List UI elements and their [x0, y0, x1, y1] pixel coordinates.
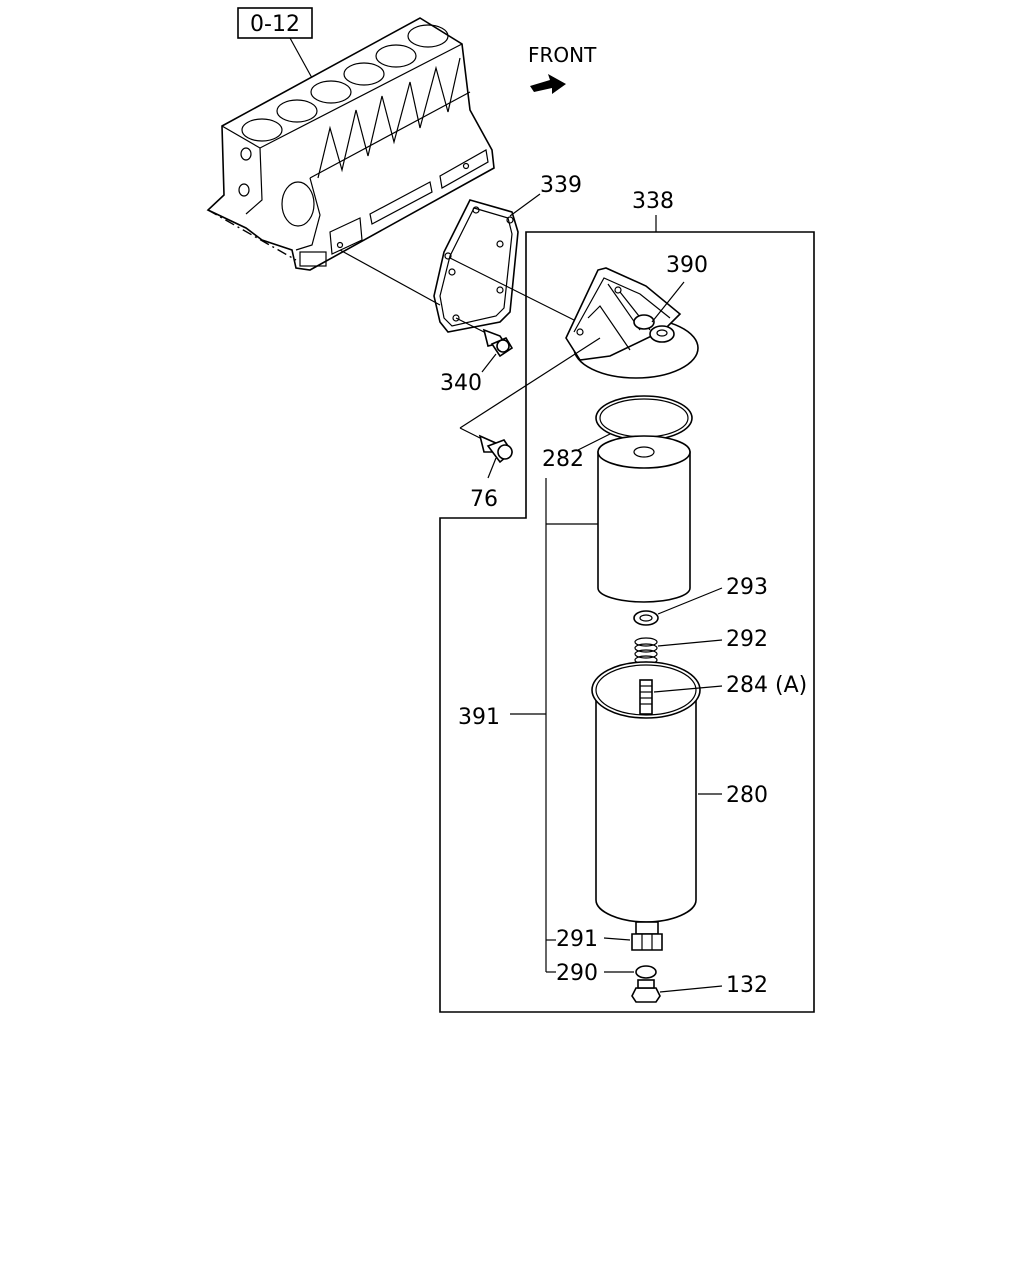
washer-290[interactable] — [635, 965, 657, 979]
label-76[interactable]: 76 — [470, 487, 498, 512]
engine-block — [206, 17, 495, 271]
label-293[interactable]: 293 — [726, 575, 768, 600]
front-label: FRONT — [528, 43, 597, 67]
reference-box[interactable]: 0-12 — [237, 7, 313, 39]
filter-head-390[interactable] — [565, 267, 699, 379]
bolt-340[interactable] — [455, 317, 514, 358]
label-280[interactable]: 280 — [726, 783, 768, 808]
label-391[interactable]: 391 — [458, 705, 500, 730]
label-291[interactable]: 291 — [556, 927, 598, 952]
label-132[interactable]: 132 — [726, 973, 768, 998]
label-338[interactable]: 338 — [632, 189, 674, 214]
label-290[interactable]: 290 — [556, 961, 598, 986]
filter-element[interactable] — [597, 435, 691, 603]
bracket-plate-339[interactable] — [433, 199, 519, 333]
assembly-frame-338 — [439, 215, 815, 1013]
bolt-76[interactable] — [478, 434, 514, 464]
filter-housing-280[interactable] — [591, 661, 701, 923]
drain-plug-132[interactable] — [631, 979, 661, 1003]
reference-label: 0-12 — [250, 12, 300, 37]
washer-293[interactable] — [633, 610, 659, 626]
label-339[interactable]: 339 — [540, 173, 582, 198]
kit-bracket-391 — [510, 478, 598, 973]
front-arrow-icon — [530, 74, 566, 94]
label-340[interactable]: 340 — [440, 371, 482, 396]
label-390[interactable]: 390 — [666, 253, 708, 278]
label-284-a[interactable]: 284 (A) — [726, 673, 807, 698]
label-292[interactable]: 292 — [726, 627, 768, 652]
center-stud-284[interactable] — [639, 679, 653, 715]
label-282[interactable]: 282 — [542, 447, 584, 472]
o-ring-282[interactable] — [595, 395, 693, 441]
drain-fitting-291[interactable] — [631, 921, 663, 951]
